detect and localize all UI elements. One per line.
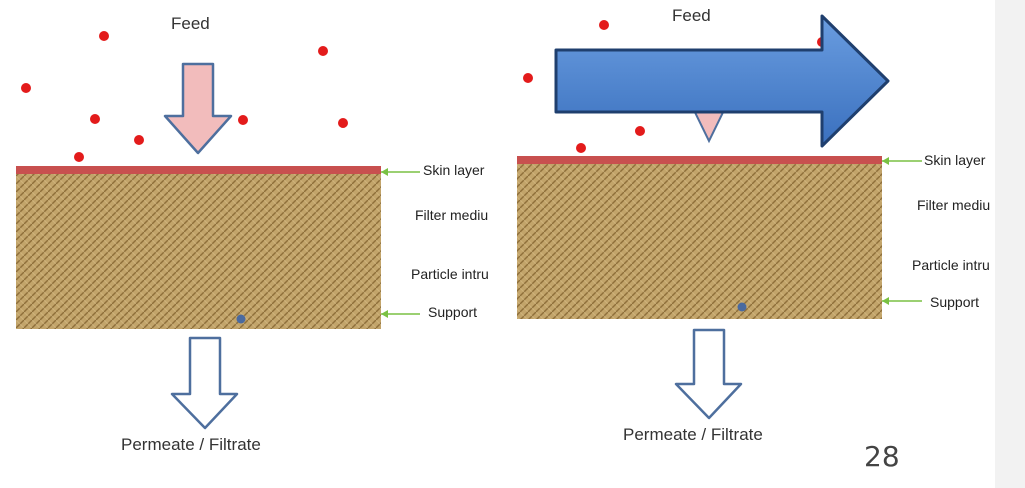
filter-medium [16, 172, 381, 329]
left-panel [16, 31, 420, 430]
label-pointers [882, 157, 922, 305]
support-label: Support [428, 304, 478, 320]
permeate-arrow [674, 328, 743, 420]
particle [90, 114, 100, 124]
particle [599, 20, 609, 30]
particle [238, 115, 248, 125]
skin-layer [16, 166, 381, 174]
slide-edge-strip [995, 0, 1025, 488]
page-number: 28 [864, 440, 900, 473]
feed-particles [21, 31, 348, 162]
intruded-particle [737, 302, 747, 312]
skin-layer-label: Skin layer [924, 152, 986, 168]
particle [21, 83, 31, 93]
filter-medium-label: Filter mediu [415, 207, 489, 223]
intruded-particle [236, 314, 246, 324]
right-panel [517, 14, 922, 420]
particle [523, 73, 533, 83]
feed-arrow [163, 62, 233, 155]
filter-medium-label: Filter mediu [917, 197, 991, 213]
permeate-label: Permeate / Filtrate [623, 425, 763, 444]
particle [74, 152, 84, 162]
skin-layer [517, 156, 882, 164]
filter-medium [517, 162, 882, 319]
feed-label: Feed [171, 14, 210, 33]
feed-label: Feed [672, 6, 711, 25]
particle-intrusion-label: Particle intru [411, 266, 489, 282]
label-pointers [381, 168, 420, 318]
particle [318, 46, 328, 56]
crossflow-arrow [554, 14, 890, 148]
support-label: Support [930, 294, 980, 310]
particle [576, 143, 586, 153]
particle-intrusion-label: Particle intru [912, 257, 990, 273]
particle [338, 118, 348, 128]
skin-layer-label: Skin layer [423, 162, 485, 178]
permeate-arrow [170, 336, 239, 430]
particle [99, 31, 109, 41]
particle [635, 126, 645, 136]
particle [134, 135, 144, 145]
permeate-label: Permeate / Filtrate [121, 435, 261, 454]
